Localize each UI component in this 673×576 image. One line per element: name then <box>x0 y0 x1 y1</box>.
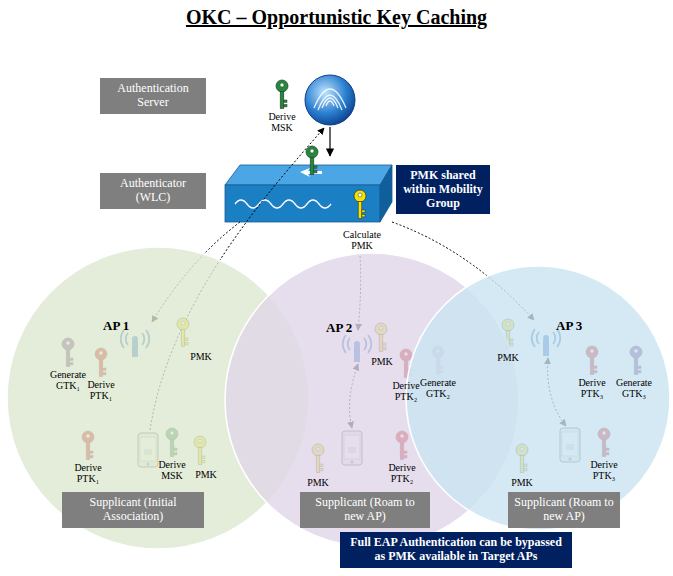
box-text: Supplicant (Roam to new AP) <box>305 496 425 524</box>
key-label: Calculate PMK <box>336 230 388 251</box>
key-label: Derive PTK₃ <box>583 460 625 481</box>
role-box: Supplicant (Roam to new AP) <box>300 492 430 528</box>
key-label: PMK <box>303 478 333 489</box>
key-label: Generate GTK₂ <box>413 378 463 399</box>
key-label: Generate GTK₃ <box>609 378 659 399</box>
key-label: Derive PTK₃ <box>571 378 613 399</box>
key-label: PMK <box>367 357 397 368</box>
note-box: Full EAP Authentication can be bypassed … <box>340 532 572 568</box>
key-label: PMK <box>186 352 216 363</box>
box-text: Authentication Server <box>105 82 201 110</box>
box-text: Supplicant (Roam to new AP) <box>513 496 615 524</box>
circle-shape <box>406 266 670 530</box>
ap-name: AP 1 <box>103 318 129 334</box>
key-label: Derive MSK <box>260 112 304 133</box>
key-label: Derive PTK₂ <box>381 463 423 484</box>
box-text: PMK shared within Mobility Group <box>401 169 485 210</box>
key-label: Derive MSK <box>151 460 193 481</box>
role-box: Supplicant (Roam to new AP) <box>508 492 620 528</box>
key-label: PMK <box>191 470 221 481</box>
ap-name: AP 3 <box>556 318 582 334</box>
role-box: Authenticator (WLC) <box>100 173 206 209</box>
key-label: PMK <box>493 353 523 364</box>
key-label: Generate GTK₁ <box>43 370 93 391</box>
key-label: Derive PTK₁ <box>80 380 122 401</box>
role-box: Supplicant (Initial Association) <box>62 492 204 528</box>
role-box: Authentication Server <box>100 78 206 114</box>
key-label: PMK <box>507 478 537 489</box>
diagram-title: OKC – Opportunistic Key Caching <box>0 6 673 29</box>
box-text: Authenticator (WLC) <box>105 177 201 205</box>
note-box: PMK shared within Mobility Group <box>396 165 490 214</box>
box-text: Full EAP Authentication can be bypassed … <box>345 536 567 564</box>
key-label: Derive PTK₁ <box>67 463 109 484</box>
ap-name: AP 2 <box>326 320 352 336</box>
box-text: Supplicant (Initial Association) <box>67 496 199 524</box>
